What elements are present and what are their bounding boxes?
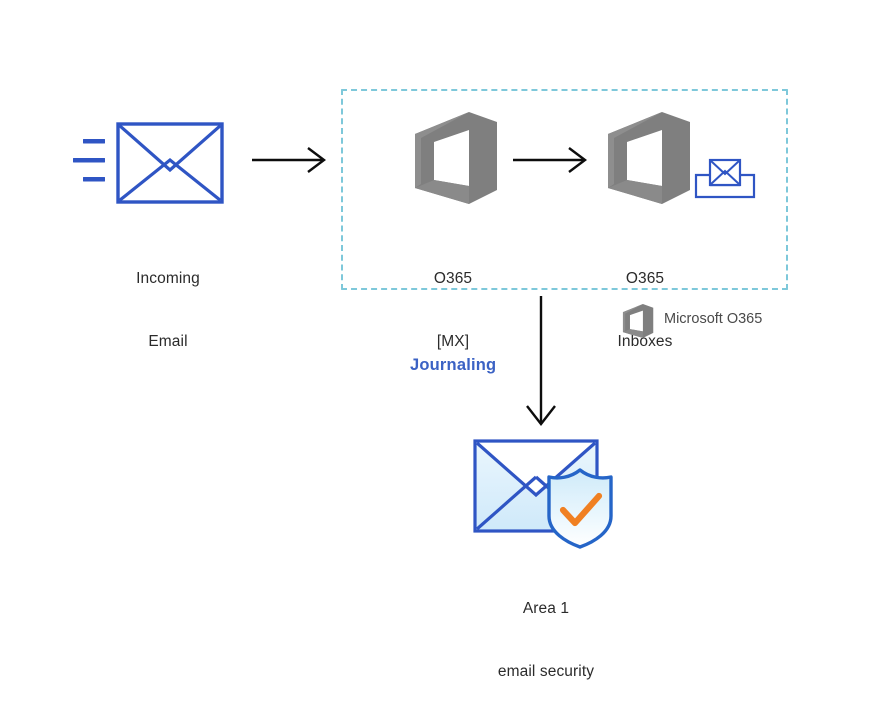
motion-line-middle [73,158,105,163]
arrow-incoming-to-o365 [252,143,328,177]
envelope-flap [118,124,222,173]
diagram-canvas: Incoming Email O365 [MX] [70,89,795,680]
arrow-mx-to-inboxes [513,143,589,177]
envelope-fold [118,157,222,202]
legend-microsoft-o365: Microsoft O365 [620,303,795,343]
o365-inboxes-caption-line2: Inboxes [617,333,673,350]
area1-email-security-node[interactable] [466,430,636,550]
inbox-tray-envelope-icon [694,158,756,199]
envelope-fold-left [475,475,538,531]
incoming-email-caption: Incoming Email [83,226,253,394]
arrow-down-icon [526,296,556,426]
journaling-edge-label: Journaling [410,356,497,374]
legend-label: Microsoft O365 [664,311,763,327]
o365-mx-caption-line1: O365 [433,270,473,287]
o365-mx-caption-line2: [MX] [436,333,470,350]
arrow-right-icon [252,147,326,173]
area1-caption-line2: email security [497,663,595,680]
o365-mx-caption: O365 [MX] [383,226,523,394]
office-365-logo-icon [608,112,690,204]
office-365-logo-icon [415,112,497,204]
incoming-email-caption-line1: Incoming [136,270,200,287]
envelope-with-motion-lines-icon [73,122,224,204]
area1-caption-line1: Area 1 [522,600,570,617]
motion-line-top [83,139,105,144]
envelope-flap [475,441,597,498]
motion-line-bottom [83,177,105,182]
o365-inboxes-caption-line1: O365 [625,270,665,287]
arrow-journaling [510,296,572,426]
arrow-right-icon [513,147,587,173]
o365-boundary-box [341,89,788,290]
check-icon [559,492,603,527]
office-365-logo-icon [622,304,654,338]
incoming-email-node[interactable] [70,115,240,215]
shield-shape [547,468,613,549]
envelope-shield-check-icon [473,439,613,549]
inbox-tray-node[interactable] [694,157,756,201]
o365-inboxes-node[interactable] [600,110,692,206]
o365-mx-node[interactable] [407,110,499,206]
incoming-email-caption-line2: Email [148,333,188,350]
area1-caption: Area 1 email security [460,556,632,724]
o365-inboxes-caption: O365 Inboxes [575,226,715,394]
